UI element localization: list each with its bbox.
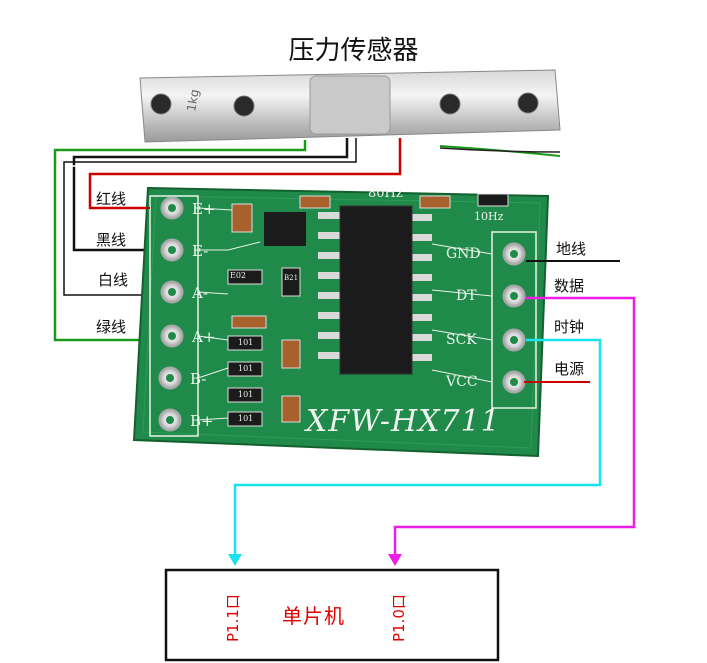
signal-label-power: 电源 [554, 360, 585, 378]
chip-code: 101 [238, 390, 254, 399]
load-cell-wires [53, 138, 402, 342]
chip-code: 101 [238, 414, 254, 423]
white-wire [63, 138, 357, 296]
right-header-pads [502, 242, 526, 394]
pin-label-vcc: VCC [446, 374, 478, 390]
wire-label-white: 白线 [98, 271, 129, 289]
black-wire [72, 138, 349, 252]
rate-mark-10hz: 10Hz [474, 210, 504, 223]
pin-label-e-plus: E+ [192, 200, 216, 218]
transistor [264, 212, 306, 246]
data-arrow [388, 554, 402, 566]
hx711-board [132, 186, 550, 458]
load-cell-engraving: 1kg [184, 88, 202, 112]
data-line [393, 296, 636, 556]
mount-hole [439, 93, 461, 115]
chip-code: 101 [238, 338, 254, 347]
chip-code: 101 [238, 364, 254, 373]
hx711-chip [318, 205, 432, 375]
mcu-name: 单片机 [282, 604, 345, 628]
board-model-text: XFW-HX711 [306, 404, 501, 439]
strain-gauge-cover [309, 75, 391, 135]
rate-mark-80hz: 80Hz [368, 186, 403, 201]
smd-components [227, 193, 509, 427]
pin-label-b-minus: B- [190, 370, 207, 388]
clock-arrow [228, 554, 242, 566]
chip-code: E02 [230, 271, 247, 280]
clock-line [233, 338, 602, 556]
diagram-title: 压力传感器 [288, 36, 419, 66]
left-header-pads [158, 196, 184, 432]
wire-label-red: 红线 [96, 190, 127, 208]
pin-label-b-plus: B+ [190, 412, 214, 430]
wire-label-green: 绿线 [96, 318, 127, 336]
mount-hole [150, 93, 172, 115]
mount-hole [517, 92, 539, 114]
signal-label-data: 数据 [554, 277, 585, 295]
wire-label-black: 黑线 [96, 231, 127, 249]
pin-label-gnd: GND [446, 246, 481, 262]
signal-lines [94, 207, 636, 566]
pin-label-sck: SCK [446, 332, 477, 348]
mount-hole [233, 95, 255, 117]
pin-label-dt: DT [456, 288, 477, 304]
mcu-box [164, 568, 500, 662]
chip-code: B21 [284, 274, 299, 282]
mcu-port-data: P1.0口 [390, 594, 408, 642]
pin-label-e-minus: E- [192, 242, 209, 260]
green-wire [53, 140, 307, 342]
signal-label-clock: 时钟 [554, 318, 585, 336]
pin-label-a-minus: A- [192, 284, 208, 302]
mcu-port-clock: P1.1口 [224, 594, 242, 642]
pin-label-a-plus: A+ [192, 328, 216, 346]
load-cell: 1kg [139, 69, 561, 157]
signal-label-ground: 地线 [556, 240, 587, 258]
